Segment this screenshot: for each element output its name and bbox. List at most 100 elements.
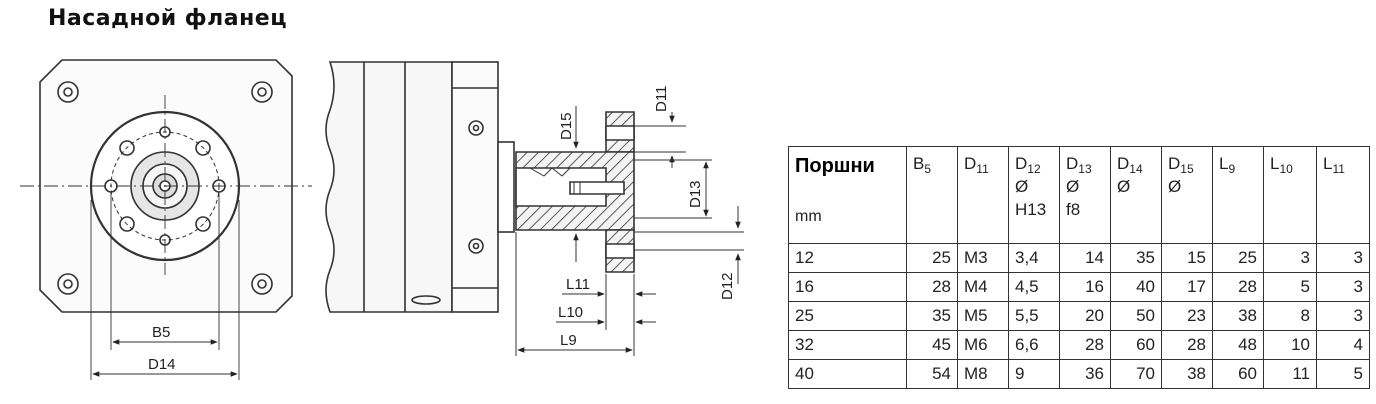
table-cell: 5 (1316, 359, 1370, 389)
header-symbol: L9 (1219, 153, 1257, 176)
dim-label-d11: D11 (653, 86, 670, 112)
table-cell: 3 (1316, 243, 1370, 273)
header-symbol-sub: 15 (1180, 162, 1194, 176)
dim-label-l9: L9 (560, 332, 577, 349)
table-cell: 40 (1110, 272, 1162, 302)
header-symbol-sub: 11 (976, 162, 989, 176)
piston-label: Поршни (795, 155, 875, 177)
header-diameter-symbol: Ø (1117, 176, 1131, 196)
piston-size-cell: 25 (788, 301, 907, 331)
header-symbol-main: L (1270, 154, 1280, 173)
table-cell: M4 (957, 272, 1009, 302)
table-cell: 9 (1008, 359, 1060, 389)
header-col: L9 (1212, 146, 1264, 244)
table-cell: 3 (1316, 272, 1370, 302)
header-piston: Поршни mm (788, 146, 907, 244)
unit-label: mm (795, 208, 822, 225)
table-cell: 4 (1316, 330, 1370, 360)
header-symbol-main: D (1117, 154, 1130, 173)
table-cell: 54 (906, 359, 958, 389)
table-cell: 20 (1059, 301, 1111, 331)
dim-label-d14: D14 (148, 356, 176, 373)
dim-label-d13: D13 (687, 180, 704, 208)
header-symbol-main: D (1015, 154, 1028, 173)
header-symbol-sub: 13 (1078, 162, 1092, 176)
header-symbol: B5 (913, 153, 951, 176)
dim-label-d12: D12 (719, 272, 736, 300)
table-cell: 28 (1059, 330, 1111, 360)
header-diameter-symbol: Ø (1168, 176, 1182, 196)
table-cell: 11 (1263, 359, 1317, 389)
table-cell: 36 (1059, 359, 1111, 389)
table-cell: M6 (957, 330, 1009, 360)
table-cell: 35 (906, 301, 958, 331)
table-cell: M5 (957, 301, 1009, 331)
table-cell: 3 (1316, 301, 1370, 331)
table-cell: 5,5 (1008, 301, 1060, 331)
dim-label-d15: D15 (558, 112, 575, 140)
header-symbol-sub: 14 (1129, 162, 1143, 176)
dim-label-b5: B5 (152, 324, 170, 341)
table-cell: 25 (906, 243, 958, 273)
table-cell: 3,4 (1008, 243, 1060, 273)
header-tolerance: f8 (1066, 199, 1081, 219)
technical-drawing: B5 D14 (20, 59, 744, 380)
table-cell: M8 (957, 359, 1009, 389)
dim-label-l10: L10 (558, 304, 583, 321)
header-symbol-sub: 11 (1332, 162, 1345, 176)
header-symbol-sub: 12 (1027, 162, 1041, 176)
table-cell: 28 (906, 272, 958, 302)
header-symbol-main: D (1168, 154, 1181, 173)
header-symbol: L10 (1270, 153, 1310, 176)
table-cell: 14 (1059, 243, 1111, 273)
piston-size-cell: 16 (788, 272, 907, 302)
corner-holes (57, 81, 273, 295)
header-symbol-sub: 5 (924, 162, 932, 176)
front-view (20, 59, 312, 380)
section-dimensions (515, 106, 744, 356)
table-cell: 15 (1161, 243, 1213, 273)
table-cell: 28 (1161, 330, 1213, 360)
table-cell: 23 (1161, 301, 1213, 331)
side-view (325, 61, 515, 313)
header-symbol-sub: 9 (1228, 162, 1236, 176)
header-symbol: D11 (964, 153, 1002, 176)
header-tolerance: H13 (1015, 199, 1047, 219)
dim-label-l11: L11 (566, 276, 590, 293)
table-cell: 60 (1212, 359, 1264, 389)
header-symbol-sub: 10 (1279, 162, 1293, 176)
header-symbol-main: L (1323, 154, 1333, 173)
table-cell: 60 (1110, 330, 1162, 360)
table-cell: 50 (1110, 301, 1162, 331)
table-cell: 38 (1212, 301, 1264, 331)
header-diameter-symbol: Ø (1066, 176, 1080, 196)
header-symbol: D14 (1117, 153, 1155, 176)
table-cell: 6,6 (1008, 330, 1060, 360)
header-symbol: D13 (1066, 153, 1104, 176)
header-symbol: D12 (1015, 153, 1053, 176)
table-cell: 10 (1263, 330, 1317, 360)
header-col: B5 (906, 146, 958, 244)
section-view (515, 111, 635, 273)
header-symbol-main: D (964, 154, 977, 173)
piston-size-cell: 12 (788, 243, 907, 273)
piston-size-cell: 32 (788, 330, 907, 360)
table-cell: 70 (1110, 359, 1162, 389)
table-cell: 8 (1263, 301, 1317, 331)
header-symbol-main: L (1219, 154, 1229, 173)
table-cell: 4,5 (1008, 272, 1060, 302)
table-cell: 17 (1161, 272, 1213, 302)
table-cell: 38 (1161, 359, 1213, 389)
page-title: Насадной фланец (48, 6, 288, 31)
header-symbol-main: B (913, 154, 925, 173)
header-col: D11 (957, 146, 1009, 244)
